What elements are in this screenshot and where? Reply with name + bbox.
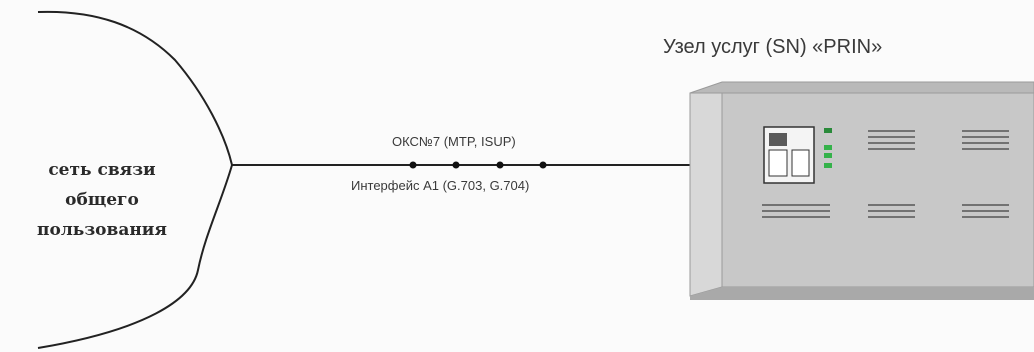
service-node-title: Узел услуг (SN) «PRIN» <box>663 36 883 58</box>
link-dot <box>409 161 417 169</box>
network-label: сеть связи общего пользования <box>18 155 186 245</box>
link-dot <box>452 161 460 169</box>
link-dot <box>496 161 504 169</box>
ventilation-slots <box>762 130 1009 218</box>
network-label-line: общего <box>65 190 139 210</box>
link-dot <box>539 161 547 169</box>
protocol-label: ОКС№7 (MTP, ISUP) <box>392 134 516 149</box>
service-node-cabinet <box>689 81 1034 300</box>
status-indicators <box>824 128 832 168</box>
display-panel <box>763 126 815 184</box>
network-label-line: пользования <box>37 220 167 240</box>
network-label-line: сеть связи <box>48 160 156 180</box>
interface-label: Интерфейс А1 (G.703, G.704) <box>351 178 530 193</box>
